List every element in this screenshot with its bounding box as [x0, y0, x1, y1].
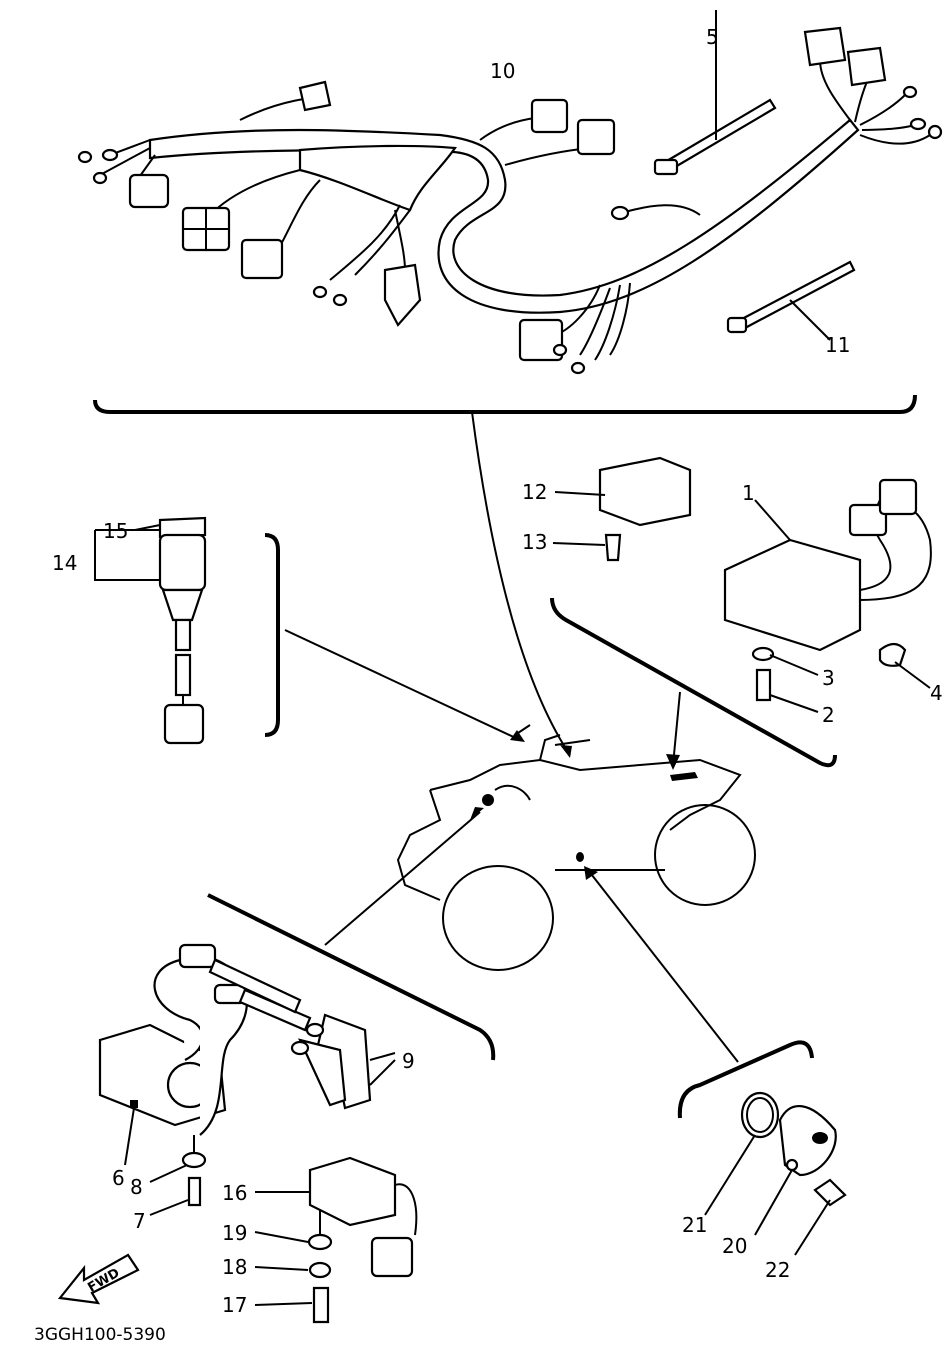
main-switch-assembly	[94, 516, 207, 745]
callout-20: 20	[722, 1234, 747, 1258]
callout-22: 22	[765, 1258, 790, 1282]
band-part-5	[653, 10, 777, 176]
callout-4: 4	[930, 681, 943, 705]
callout-21: 21	[682, 1213, 707, 1237]
cdi-bracket	[550, 597, 837, 768]
neutral-switch-part-20	[704, 1091, 847, 1256]
callout-8: 8	[130, 1175, 143, 1199]
callout-10: 10	[490, 59, 515, 83]
fwd-arrow	[57, 1253, 140, 1305]
ignition-coil-part-6	[98, 943, 396, 1216]
switch-bracket	[264, 533, 280, 737]
callout-1: 1	[742, 481, 755, 505]
callout-6: 6	[112, 1166, 125, 1190]
wire-harness	[77, 26, 943, 375]
regulator-part-12	[552, 456, 692, 562]
callout-14: 14	[52, 551, 77, 575]
callout-19: 19	[222, 1221, 247, 1245]
coil-bracket	[207, 893, 496, 1061]
diagram-code: 3GGH100-5390	[34, 1325, 166, 1345]
callout-17: 17	[222, 1293, 247, 1317]
callout-13: 13	[522, 530, 547, 554]
leader-arrows	[284, 411, 739, 1063]
harness-bracket	[93, 394, 917, 414]
band-part-11	[726, 260, 856, 341]
cdi-unit-part-1	[723, 478, 932, 713]
callout-9: 9	[402, 1049, 415, 1073]
callout-18: 18	[222, 1255, 247, 1279]
callout-15: 15	[103, 519, 128, 543]
callout-5: 5	[706, 25, 719, 49]
callout-labels: 10 5 11 12 13 1 3 4 2 15 14 9 6 8 7 16 1…	[52, 25, 943, 1317]
atv-outline	[396, 724, 756, 971]
callout-16: 16	[222, 1181, 247, 1205]
neutral-bracket	[677, 1040, 814, 1119]
callout-7: 7	[133, 1209, 146, 1233]
callout-2: 2	[822, 703, 835, 727]
callout-3: 3	[822, 666, 835, 690]
callout-11: 11	[825, 333, 850, 357]
rectifier-part-16	[254, 1156, 418, 1324]
callout-12: 12	[522, 480, 547, 504]
